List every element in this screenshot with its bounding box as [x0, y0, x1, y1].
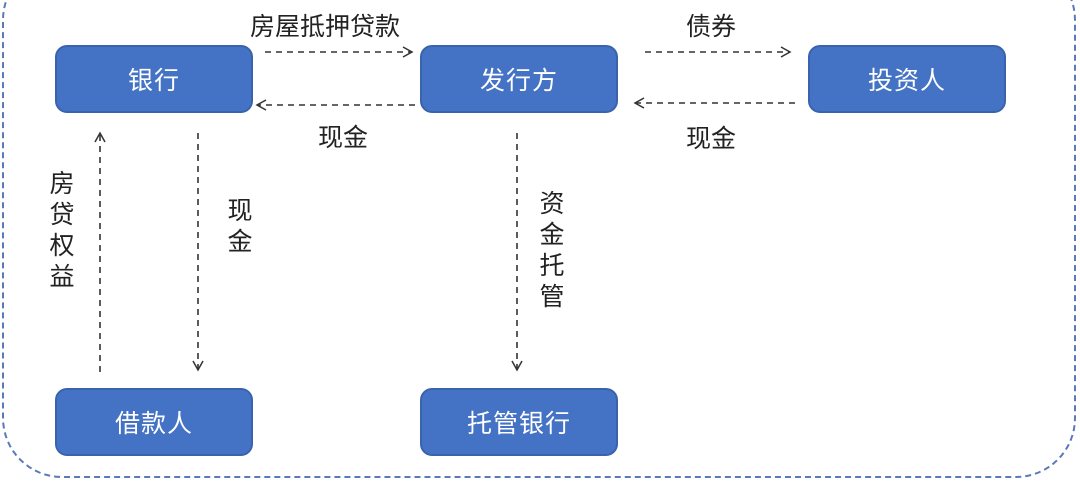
node-bank: 银行: [55, 45, 253, 113]
node-bank-label: 银行: [127, 66, 180, 95]
node-issuer-label: 发行方: [479, 66, 558, 95]
flow-label-bank-to-issuer: 房屋抵押贷款: [250, 12, 401, 41]
flow-label-borrower-to-bank: 房贷权益: [49, 169, 75, 291]
flow-label-bank-to-borrower: 现金: [227, 196, 253, 256]
node-custodian-bank-label: 托管银行: [466, 409, 571, 438]
flow-label-investor-to-issuer: 现金: [686, 124, 737, 153]
node-custodian-bank: 托管银行: [420, 388, 618, 456]
node-issuer: 发行方: [420, 45, 618, 113]
node-investor: 投资人: [808, 45, 1006, 113]
flow-label-issuer-to-bank: 现金: [318, 123, 369, 152]
node-borrower-label: 借款人: [114, 409, 193, 438]
node-investor-label: 投资人: [867, 66, 946, 95]
node-borrower: 借款人: [55, 388, 253, 456]
flow-label-issuer-to-investor: 债券: [686, 12, 737, 41]
flow-label-issuer-to-custodian: 资金托管: [539, 189, 565, 311]
